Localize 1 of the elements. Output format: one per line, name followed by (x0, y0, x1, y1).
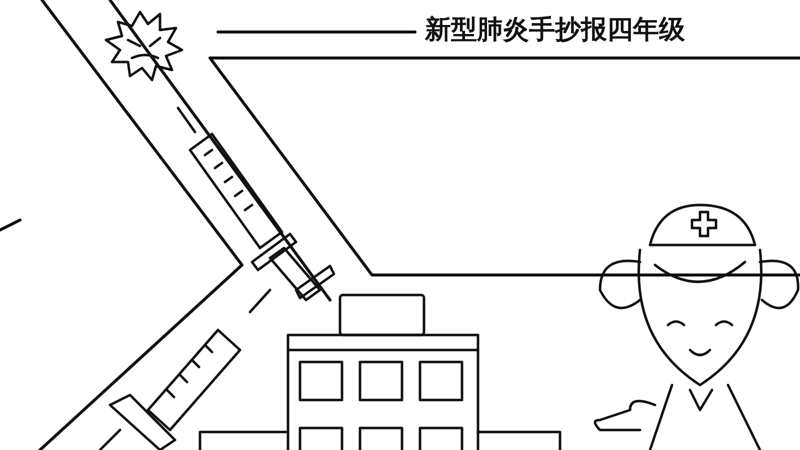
title: 新型肺炎手抄报四年级 (425, 14, 685, 47)
